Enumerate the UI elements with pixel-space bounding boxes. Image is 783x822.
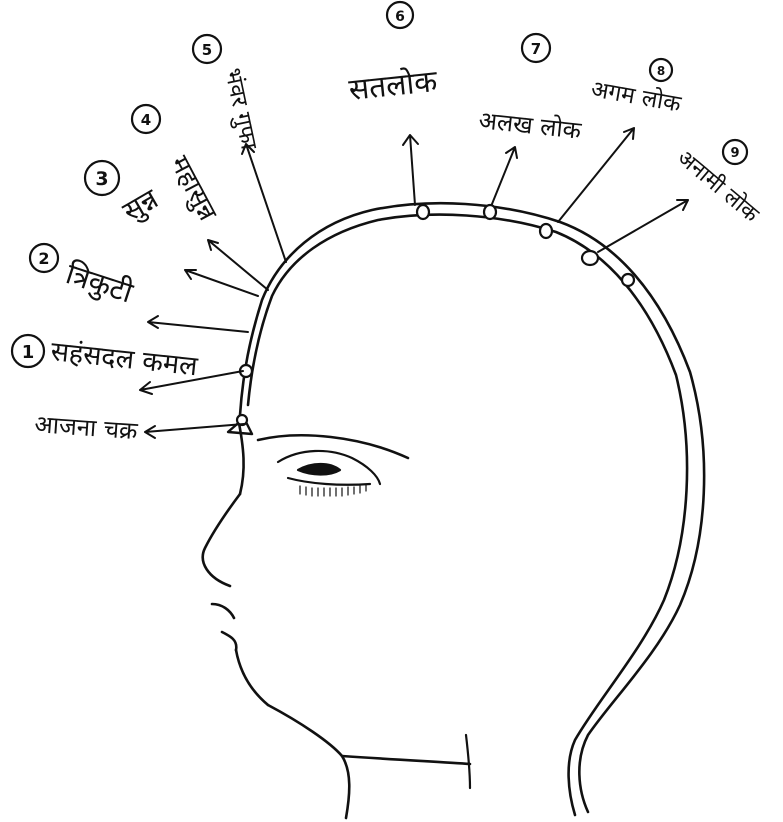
label-anami-lok: अनामी लोक <box>672 145 765 229</box>
number-9: 9 <box>730 146 739 161</box>
number-2: 2 <box>38 249 49 268</box>
label-bhanwar-gufa: भंवर गुफा <box>218 66 262 153</box>
node-6 <box>417 205 429 219</box>
head-outline <box>203 203 704 818</box>
eyeball <box>298 464 340 475</box>
eyelashes <box>300 485 366 496</box>
number-3: 3 <box>95 168 108 190</box>
label-sahasradal-kamal: सहंसदल कमल <box>49 336 199 382</box>
node-8 <box>540 224 552 238</box>
ear-hint <box>466 735 470 788</box>
arrow-6 <box>403 135 418 205</box>
arrow-3 <box>185 270 258 296</box>
lips <box>212 604 236 650</box>
chakra-nodes <box>237 205 634 425</box>
arrows <box>140 128 688 438</box>
number-4: 4 <box>141 111 151 129</box>
arrow-5 <box>242 144 286 262</box>
chin <box>236 650 268 705</box>
arrow-7 <box>492 147 517 204</box>
label-agam-lok: अगम लोक <box>589 75 684 118</box>
arrow-9 <box>598 200 688 252</box>
jaw <box>268 705 349 818</box>
nose <box>203 494 240 586</box>
label-ajna-chakra: आजना चक्र <box>34 410 139 445</box>
number-8: 8 <box>657 64 665 78</box>
number-5: 5 <box>202 41 212 59</box>
arrow-4 <box>208 240 268 290</box>
number-circles <box>12 2 747 367</box>
label-satlok: सतलोक <box>347 64 440 108</box>
number-1: 1 <box>22 342 35 363</box>
number-7: 7 <box>531 40 541 58</box>
skull-inner <box>248 215 687 815</box>
number-texts: 1 2 3 4 5 6 7 8 9 <box>22 9 740 363</box>
node-9b <box>622 274 634 286</box>
eyelid-lower <box>288 478 370 485</box>
forehead <box>238 418 244 494</box>
label-alakh-lok: अलख लोक <box>477 106 583 145</box>
arrow-2 <box>148 316 248 332</box>
node-7 <box>484 205 496 219</box>
brow-line <box>258 435 408 458</box>
eye <box>278 451 380 496</box>
number-6: 6 <box>395 9 405 25</box>
label-mahasunn: महासुन्न <box>164 151 223 227</box>
label-trikuti: त्रिकुटी <box>62 256 138 310</box>
cheek <box>342 756 470 764</box>
node-9a <box>582 251 598 265</box>
label-sunn: सुन्न <box>117 182 165 229</box>
